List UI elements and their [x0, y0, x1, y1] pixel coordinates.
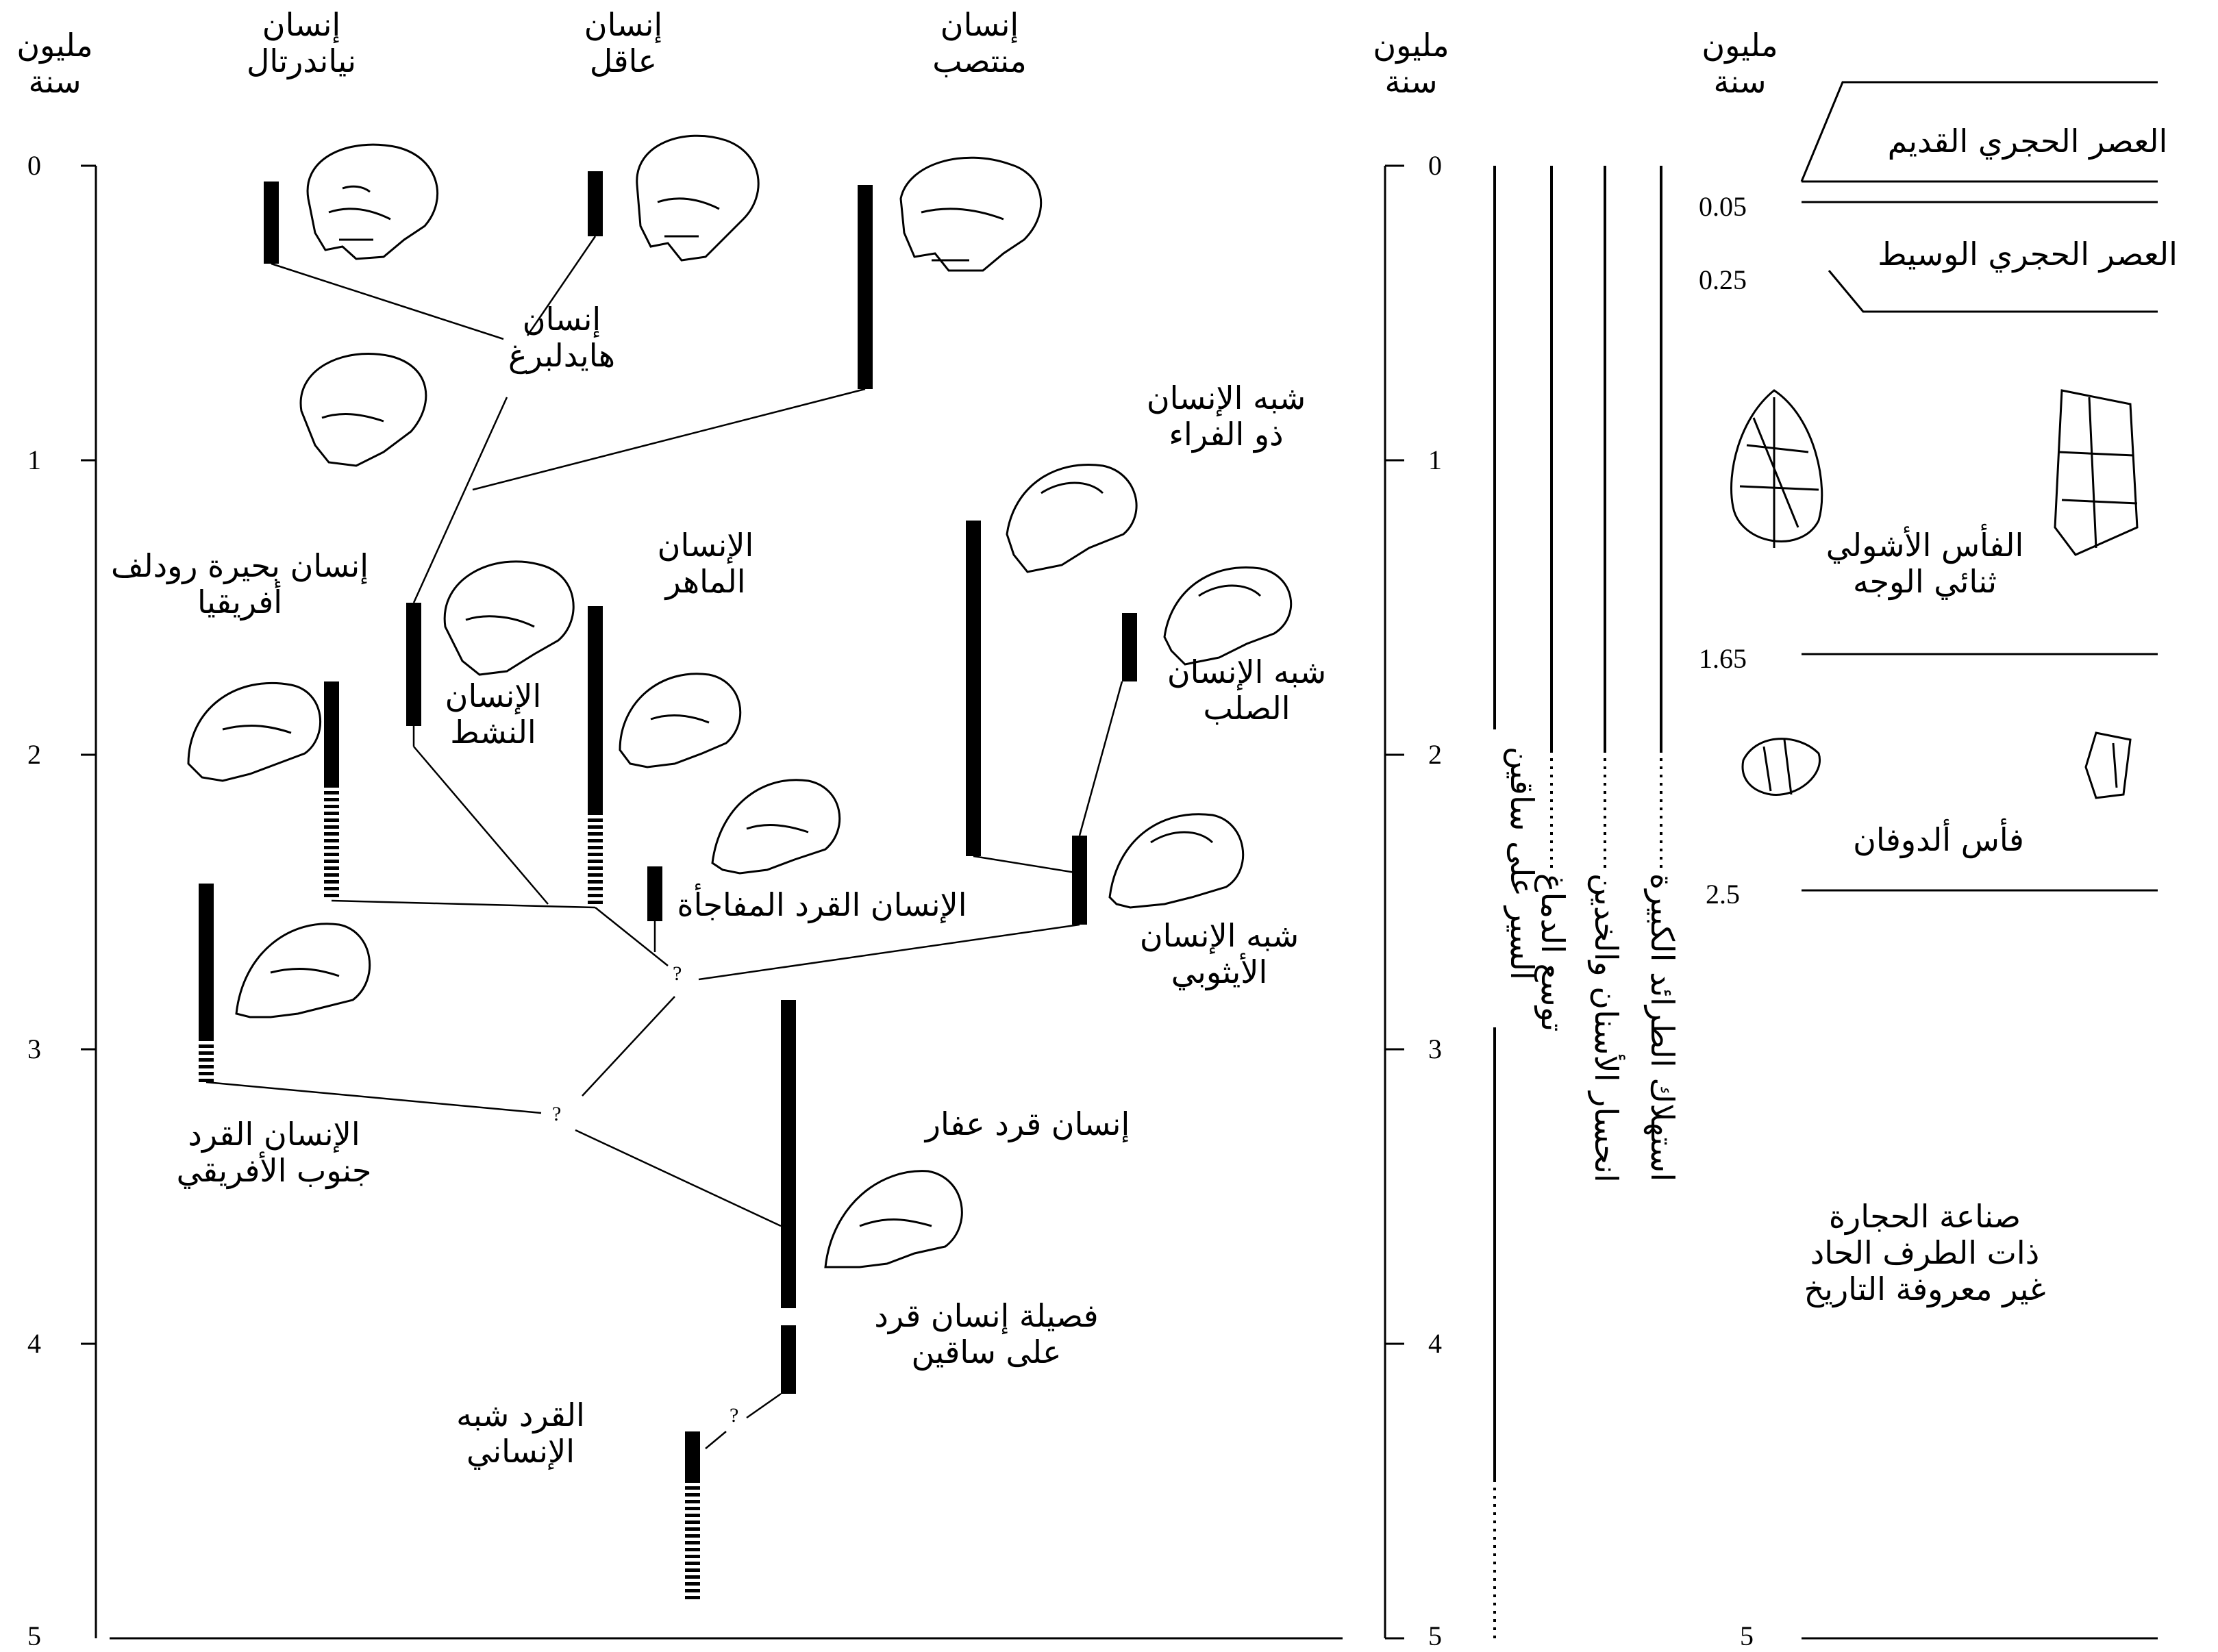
- label-heidelberg: إنسان هايدلبرغ: [508, 301, 615, 374]
- bar-rudolfensis: [324, 681, 339, 784]
- acheulean-handaxe-illustration: [1730, 389, 1823, 548]
- left-tick-1: 1: [27, 445, 41, 475]
- label-robustus: شبه الإنسان الصلب: [1167, 653, 1327, 727]
- neanderthal-skull-illustration: [306, 143, 439, 260]
- robustus-skull-illustration: [1163, 566, 1293, 666]
- trait-tooth-reduction: انحسار الأسنان والخدين: [1587, 873, 1625, 1183]
- boisei-skull-illustration: [1006, 464, 1138, 573]
- unknown-ancestor-mark-2: ?: [552, 1103, 562, 1125]
- unknown-ancestor-mark-1: ?: [673, 962, 682, 985]
- trait-lines: [1493, 166, 1662, 1638]
- label-ergaster: الإنسان النشط: [445, 677, 542, 751]
- label-afarensis: إنسان قرد عفار: [925, 1105, 1130, 1142]
- right-tick-2-5: 2.5: [1706, 879, 1740, 910]
- bar-garhi: [647, 866, 662, 921]
- trait-large-game: استهلاك الطرائد الكبيرة: [1643, 873, 1681, 1182]
- erectus-skull-illustration: [899, 156, 1043, 272]
- label-sapiens: إنسان عاقل: [584, 6, 663, 79]
- bar-anamensis: [781, 1325, 796, 1394]
- label-aethiopicus: شبه الإنسان الأيثوبي: [1139, 917, 1299, 990]
- right-unit-label: مليون سنة: [1702, 27, 1778, 100]
- bar-robustus: [1122, 613, 1137, 681]
- africanus-skull-illustration: [235, 923, 371, 1018]
- bar-habilis: [588, 606, 603, 812]
- bar-boisei: [966, 521, 981, 856]
- heidelberg-skull-illustration: [299, 353, 427, 467]
- skull-illustrations: [187, 134, 1293, 1268]
- label-habilis: الإنسان الماهر: [657, 527, 754, 600]
- habilis-skull-illustration: [619, 673, 742, 768]
- left-tick-0: 0: [27, 150, 41, 181]
- label-neanderthal: إنسان نياندرتال: [246, 6, 357, 79]
- rudolfensis-skull-illustration: [187, 681, 321, 782]
- industry-upper-paleolithic: العصر الحجري القديم: [1887, 123, 2168, 160]
- left-unit-label: مليون سنة: [16, 27, 93, 100]
- garhi-skull-illustration: [711, 779, 841, 875]
- trait-bipedalism: السير على ساقين: [1503, 747, 1541, 980]
- right-tick-5: 5: [1740, 1620, 1754, 1651]
- left-tick-3: 3: [27, 1034, 41, 1064]
- ergaster-skull-illustration: [443, 560, 575, 676]
- bar-neanderthal: [264, 182, 279, 264]
- middle-tick-1: 1: [1428, 445, 1442, 475]
- industry-middle-paleolithic: العصر الحجري الوسيط: [1878, 236, 2178, 273]
- bar-ardipithecus: [685, 1431, 700, 1479]
- middle-tick-3: 3: [1428, 1034, 1442, 1064]
- acheulean-cleaver-illustration: [2054, 389, 2139, 556]
- label-africanus: الإنسان القرد جنوب الأفريقي: [176, 1116, 372, 1189]
- middle-tick-5: 5: [1428, 1620, 1442, 1651]
- label-boisei: شبه الإنسان ذو الفراء: [1146, 379, 1306, 453]
- industry-oldowan: فأس ألدوفان: [1853, 821, 2024, 858]
- aethiopicus-skull-illustration: [1108, 813, 1245, 909]
- trait-brain-expansion: توسع الدماغ: [1534, 873, 1571, 1032]
- industry-acheulean: الفأس الأشولي ثنائي الوجه: [1826, 527, 2024, 600]
- label-erectus: إنسان منتصب: [932, 6, 1027, 79]
- label-anamensis: فصيلة إنسان قرد على ساقين: [874, 1297, 1099, 1371]
- right-tick-0-05: 0.05: [1699, 191, 1747, 222]
- industry-sharp-edge: صناعة الحجارة ذات الطرف الحاد غير معروفة…: [1804, 1198, 2046, 1307]
- bar-sapiens: [588, 171, 603, 236]
- bar-aethiopicus: [1072, 836, 1087, 925]
- middle-unit-label: مليون سنة: [1373, 27, 1449, 100]
- left-tick-2: 2: [27, 739, 41, 770]
- oldowan-flake-illustration: [2084, 731, 2132, 799]
- label-garhi: الإنسان القرد المفاجأة: [677, 886, 967, 923]
- bar-ergaster: [406, 603, 421, 726]
- label-ardipithecus: القرد شبه الإنساني: [456, 1397, 585, 1470]
- stone-tools: [1730, 389, 2139, 799]
- left-tick-5: 5: [27, 1620, 41, 1651]
- phylogeny-lines: [205, 236, 1123, 1449]
- species-range-bars: [199, 171, 1137, 1479]
- label-rudolfensis: إنسان بحيرة رودلف أفريقيا: [110, 547, 369, 621]
- middle-tick-0: 0: [1428, 150, 1442, 181]
- industry-boundaries: [1800, 81, 2158, 1640]
- right-tick-0-25: 0.25: [1699, 264, 1747, 295]
- uncertain-bar-portions: [199, 784, 700, 1603]
- bar-afarensis: [781, 1000, 796, 1308]
- sapiens-skull-illustration: [636, 134, 760, 262]
- right-tick-1-65: 1.65: [1699, 643, 1747, 674]
- middle-tick-2: 2: [1428, 739, 1442, 770]
- bar-erectus: [858, 185, 873, 389]
- middle-tick-4: 4: [1428, 1328, 1442, 1359]
- oldowan-chopper-illustration: [1741, 738, 1821, 796]
- bar-africanus: [199, 884, 214, 1038]
- afarensis-skull-illustration: [824, 1170, 963, 1268]
- left-tick-4: 4: [27, 1328, 41, 1359]
- unknown-ancestor-mark-3: ?: [730, 1404, 739, 1427]
